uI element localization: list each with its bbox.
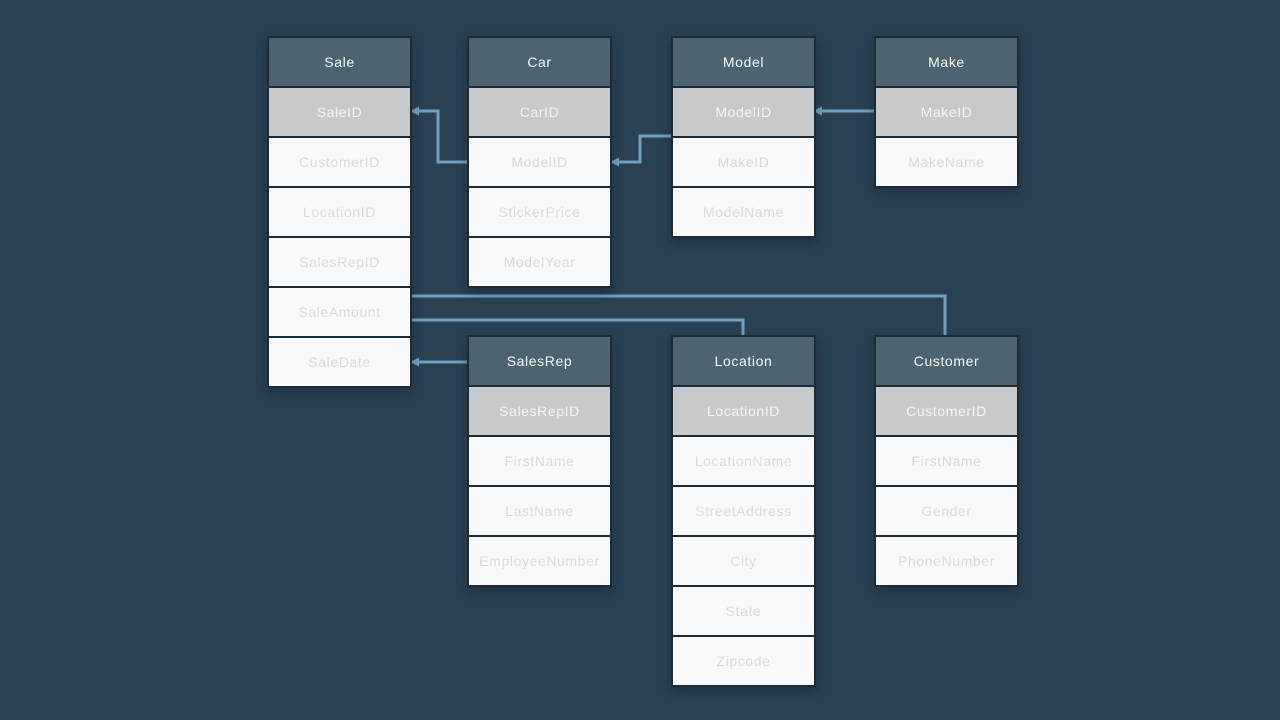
table-field-row: City bbox=[673, 537, 814, 585]
table-pk-row: ModelID bbox=[673, 88, 814, 136]
table-field-row: MakeID bbox=[673, 138, 814, 186]
relationship-line bbox=[410, 294, 947, 338]
table-field-row: StickerPrice bbox=[469, 188, 610, 236]
table-field-row: StreetAddress bbox=[673, 487, 814, 535]
table-field-row: ModelName bbox=[673, 188, 814, 236]
table-title: Car bbox=[469, 38, 610, 86]
table-field-row: ModelYear bbox=[469, 238, 610, 286]
table-field-row: LocationID bbox=[269, 188, 410, 236]
table-field-row: CustomerID bbox=[269, 138, 410, 186]
table-field-row: SaleDate bbox=[269, 338, 410, 386]
table-field-row: MakeName bbox=[876, 138, 1017, 186]
table-field-row: FirstName bbox=[469, 437, 610, 485]
table-title: Customer bbox=[876, 337, 1017, 385]
table-field-row: Zipcode bbox=[673, 637, 814, 685]
table-field-row: State bbox=[673, 587, 814, 635]
table-pk-row: CarID bbox=[469, 88, 610, 136]
table-field-row: SalesRepID bbox=[269, 238, 410, 286]
relationship-line bbox=[410, 109, 469, 164]
table-field-row: SaleAmount bbox=[269, 288, 410, 336]
table-pk-row: SaleID bbox=[269, 88, 410, 136]
table-title: Location bbox=[673, 337, 814, 385]
table-pk-row: CustomerID bbox=[876, 387, 1017, 435]
relationship-line bbox=[610, 134, 673, 164]
table-title: Sale bbox=[269, 38, 410, 86]
table-title: Model bbox=[673, 38, 814, 86]
table-field-row: ModelID bbox=[469, 138, 610, 186]
table-pk-row: SalesRepID bbox=[469, 387, 610, 435]
table-field-row: FirstName bbox=[876, 437, 1017, 485]
table-pk-row: LocationID bbox=[673, 387, 814, 435]
table-field-row: PhoneNumber bbox=[876, 537, 1017, 585]
table-field-row: LastName bbox=[469, 487, 610, 535]
table-pk-row: MakeID bbox=[876, 88, 1017, 136]
table-title: Make bbox=[876, 38, 1017, 86]
table-title: SalesRep bbox=[469, 337, 610, 385]
table-field-row: Gender bbox=[876, 487, 1017, 535]
table-field-row: EmployeeNumber bbox=[469, 537, 610, 585]
table-field-row: LocationName bbox=[673, 437, 814, 485]
